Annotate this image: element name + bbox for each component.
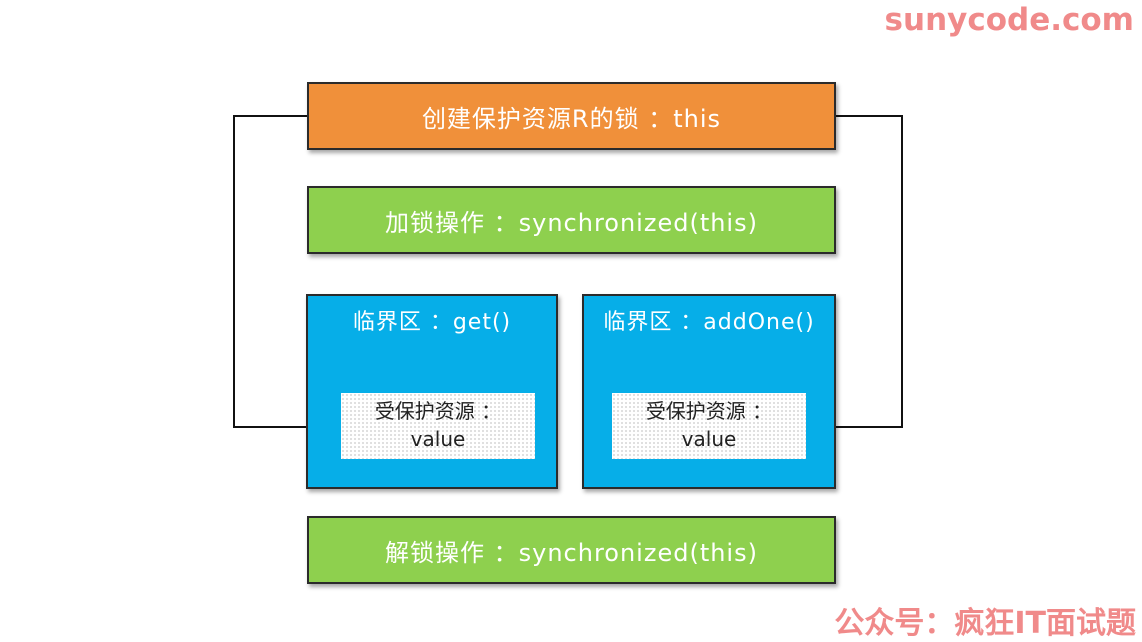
unlock-operation-label: 解锁操作 ：synchronized(this) — [385, 538, 758, 567]
left-connector-arrow — [233, 115, 341, 432]
protected-resource-label: 受保护资源 ： — [645, 399, 773, 423]
right-connector-arrow — [807, 115, 903, 432]
lock-operation-label: 加锁操作 ：synchronized(this) — [385, 208, 758, 237]
protected-resource-get: 受保护资源 ： value — [341, 393, 535, 459]
lock-object-box: 创建保护资源R的锁 ：this — [307, 82, 836, 150]
site-watermark: sunycode.com — [884, 2, 1134, 38]
protected-resource-label: 受保护资源 ： — [374, 399, 502, 423]
protected-resource-value: value — [681, 427, 737, 451]
protected-resource-value: value — [410, 427, 466, 451]
lock-object-label: 创建保护资源R的锁 ：this — [421, 104, 722, 133]
critical-section-addone-title: 临界区 ：addOne() — [603, 310, 815, 335]
critical-section-get-box: 临界区 ：get() — [306, 294, 558, 489]
critical-section-get-title: 临界区 ：get() — [352, 310, 512, 335]
lock-operation-box: 加锁操作 ：synchronized(this) — [307, 186, 836, 254]
unlock-operation-box: 解锁操作 ：synchronized(this) — [307, 516, 836, 584]
protected-resource-addone: 受保护资源 ： value — [612, 393, 806, 459]
critical-section-addone-box: 临界区 ：addOne() — [582, 294, 836, 489]
account-watermark: 公众号：疯狂IT面试题 — [834, 606, 1136, 641]
